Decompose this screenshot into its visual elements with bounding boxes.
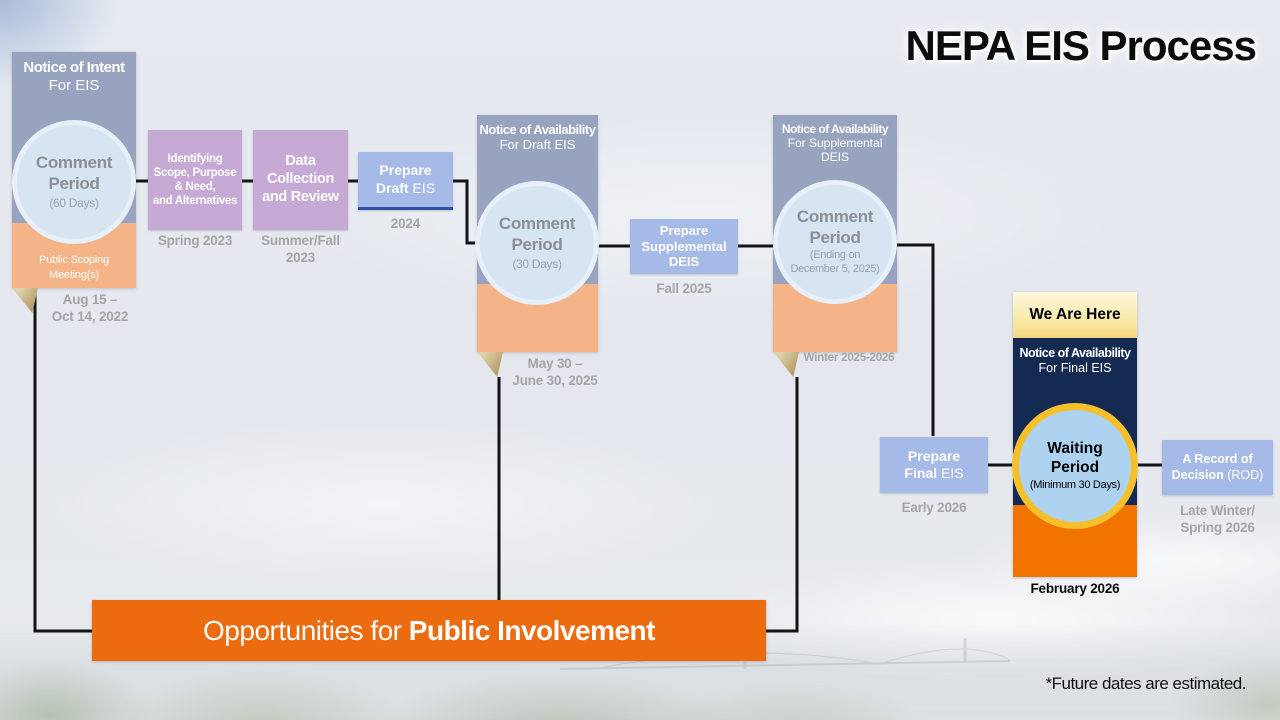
circle-subtext: (Ending on [809, 249, 861, 262]
box-line-rest: (ROD) [1223, 467, 1264, 482]
header-line: DEIS [820, 150, 849, 165]
header-line: For Supplemental [787, 136, 883, 151]
box-line-bold: Final [904, 465, 938, 481]
date-label: Winter 2025-2026 [803, 352, 895, 364]
date-label: Fall 2025 [656, 281, 712, 296]
comment-period-circle: Comment Period (60 Days) [12, 120, 136, 244]
box-line-rest: EIS [937, 465, 964, 481]
date-line: June 30, 2025 [512, 372, 598, 388]
milestone-notice-of-intent: Notice of Intent For EIS Public Scoping … [12, 52, 136, 313]
box-line: & Need, [174, 181, 216, 193]
box-line: Identifying [167, 152, 223, 165]
header-line: For EIS [48, 76, 100, 94]
date-line: May 30 – [527, 356, 583, 371]
box-line: Supplemental [641, 238, 727, 254]
date-label: May 30 – June 30, 2025 [495, 356, 615, 390]
date-label: Late Winter/ Spring 2026 [1162, 503, 1273, 537]
box-line-bold: Decision [1171, 467, 1224, 482]
step-identifying-scope: Identifying Scope, Purpose & Need, and A… [148, 130, 242, 230]
box-line: and Review [262, 188, 339, 205]
waiting-period-circle: Waiting Period (Minimum 30 Days) [1012, 403, 1138, 529]
we-are-here-flag: We Are Here [1013, 292, 1137, 338]
banner-text: Opportunities for Public Involvement [203, 615, 655, 647]
date-line: 2023 [285, 249, 316, 265]
public-involvement-banner: Opportunities for Public Involvement [92, 600, 766, 661]
header-line: Notice of Availability [781, 122, 889, 136]
date-label: Spring 2023 [157, 233, 233, 248]
box-line-rest: EIS [408, 179, 436, 196]
header-line: Notice of Availability [479, 122, 596, 137]
header-line: Notice of Intent [23, 59, 125, 76]
box-line: A Record of [1182, 452, 1253, 467]
date-label: 2024 [390, 216, 421, 231]
milestone-we-are-here: We Are Here Notice of Availability For F… [1012, 292, 1138, 577]
step-data-collection: Data Collection and Review [253, 130, 348, 230]
date-label: Early 2026 [901, 500, 967, 515]
circle-line: Period [511, 234, 563, 254]
box-line: Prepare [379, 162, 432, 179]
comment-period-circle: Comment Period (30 Days) [475, 181, 599, 305]
header-line: For Draft EIS [499, 137, 576, 153]
box-line: Scope, Purpose [153, 166, 237, 179]
date-label: Summer/Fall 2023 [253, 233, 348, 267]
box-line: and Alternatives [152, 195, 238, 208]
circle-subtext: December 5, 2025) [790, 263, 880, 276]
circle-line: Period [1050, 458, 1100, 476]
header-line: Notice of Availability [1019, 346, 1131, 360]
circle-line: Period [809, 227, 861, 247]
box-line: Prepare [907, 447, 961, 464]
date-line: Aug 15 – [62, 292, 118, 307]
box-line: DEIS [668, 254, 700, 270]
circle-subtext: (60 Days) [49, 196, 99, 211]
box-line: Draft EIS [376, 180, 435, 197]
step-prepare-final-eis: Prepare Final EIS [880, 437, 988, 493]
step-record-of-decision: A Record of Decision (ROD) [1162, 440, 1273, 495]
connector-noi-to-banner [33, 293, 93, 633]
circle-line: Comment [498, 214, 576, 234]
date-line: Summer/Fall [261, 233, 340, 248]
date-line: Late Winter/ [1180, 503, 1255, 518]
date-label: February 2026 [1030, 581, 1120, 596]
banner-text-bold: Public Involvement [408, 614, 656, 646]
date-line: Spring 2026 [1180, 519, 1255, 535]
note-line: Public Scoping [39, 254, 109, 267]
circle-line: Period [48, 173, 100, 193]
circle-line: Waiting [1047, 440, 1103, 458]
box-line: Prepare [659, 222, 709, 238]
footnote: *Future dates are estimated. [1045, 674, 1246, 693]
circle-subtext: (30 Days) [512, 257, 562, 272]
header-line: For Final EIS [1038, 361, 1112, 375]
box-line: Final EIS [904, 465, 963, 482]
circle-line: Comment [35, 153, 113, 173]
milestone-noa-supplemental-deis: Notice of Availability For Supplemental … [773, 115, 897, 377]
step-prepare-draft-eis: Prepare Draft EIS [358, 152, 453, 210]
date-line: Oct 14, 2022 [51, 308, 129, 324]
box-line: Data [285, 153, 316, 170]
circle-subtext: (Minimum 30 Days) [1029, 478, 1121, 491]
box-line-bold: Draft [375, 179, 409, 196]
date-label: Aug 15 – Oct 14, 2022 [30, 292, 150, 326]
note-line: Meeting(s) [49, 268, 99, 281]
box-line: Decision (ROD) [1172, 468, 1264, 483]
comment-period-circle: Comment Period (Ending on December 5, 20… [773, 180, 897, 304]
milestone-noa-draft-eis: Notice of Availability For Draft EIS Com… [475, 115, 599, 377]
box-line: Collection [266, 171, 335, 188]
banner-text-normal: Opportunities for [203, 614, 409, 646]
page-title: NEPA EIS Process [905, 22, 1257, 69]
scoping-note: Public Scoping Meeting(s) [12, 253, 136, 282]
connector-suppl-to-banner [765, 377, 799, 633]
connector-suppl-to-final [896, 243, 935, 436]
circle-line: Comment [796, 207, 874, 227]
step-prepare-supplemental-deis: Prepare Supplemental DEIS [630, 219, 738, 274]
